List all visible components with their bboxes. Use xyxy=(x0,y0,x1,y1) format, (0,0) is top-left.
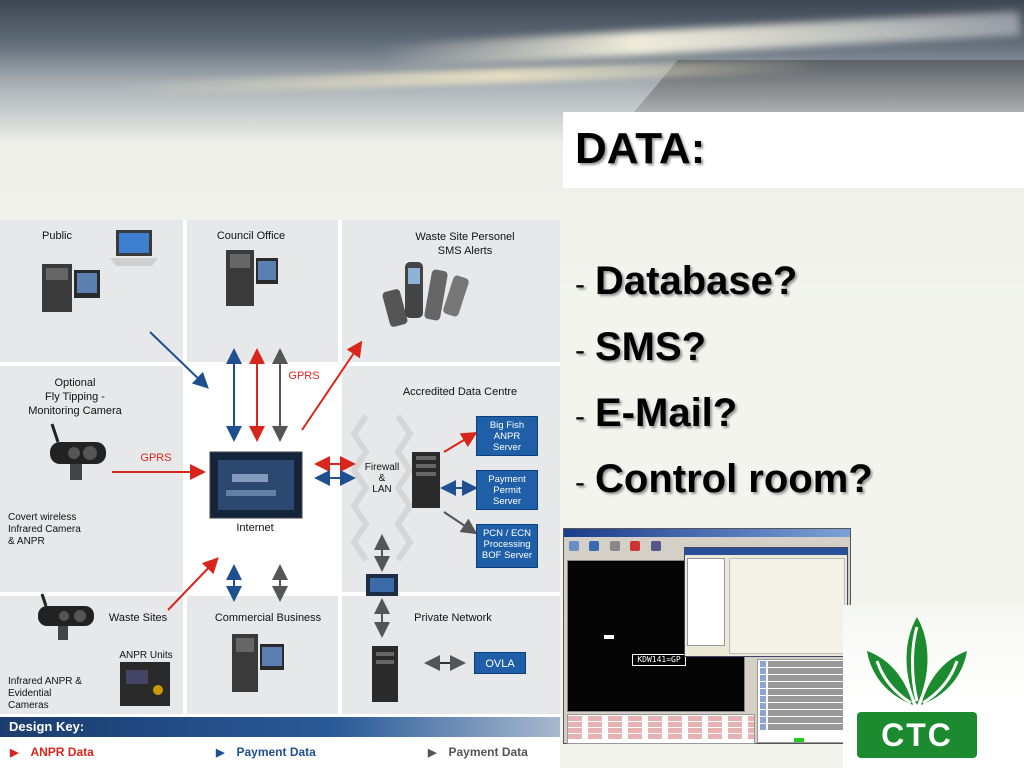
firewall-icon xyxy=(350,414,414,562)
label-gprs: GPRS xyxy=(140,452,172,464)
label-firewall: Firewall & LAN xyxy=(364,462,400,495)
label-optional-camera: Optional Fly Tipping - Monitoring Camera xyxy=(28,377,122,417)
anpr-arrow xyxy=(301,340,363,431)
diagram-graphics xyxy=(38,230,478,706)
label-waste-sites: Waste Sites xyxy=(108,612,168,624)
plate-read: KDW141=GP xyxy=(632,654,686,666)
bullet-item: -Database? xyxy=(575,259,798,303)
bullet-item: -SMS? xyxy=(575,325,707,369)
anpr-software-screenshot: KDW141=GP xyxy=(563,528,851,744)
payment-permit-server: Payment Permit Server xyxy=(476,470,538,510)
bullet-item: -Control room? xyxy=(575,457,873,501)
close-icon xyxy=(630,541,641,551)
camera-icon xyxy=(38,593,94,640)
big-fish-server: Big Fish ANPR Server xyxy=(476,416,538,456)
label-accredited-data-centre: Accredited Data Centre xyxy=(402,386,518,398)
label-covert-camera: Covert wireless Infrared Camera & ANPR xyxy=(8,512,81,547)
phone-icon xyxy=(382,262,469,327)
laptop-icon xyxy=(110,230,158,266)
camera-icon xyxy=(50,423,106,480)
payment-arrow xyxy=(149,331,209,389)
key-anpr-data: ▶ANPR Data xyxy=(10,745,94,759)
toolbar-icon xyxy=(609,541,620,551)
network-device-icon xyxy=(366,574,398,596)
settings-titlebar xyxy=(685,548,847,555)
ctc-logo: CTC xyxy=(843,605,1024,768)
label-commercial-business: Commercial Business xyxy=(214,612,322,624)
toolbar-icon xyxy=(569,541,579,551)
server-icon xyxy=(372,646,398,702)
settings-dialog xyxy=(684,547,848,657)
gray-arrow xyxy=(443,511,478,535)
label-public: Public xyxy=(42,230,72,242)
title-box xyxy=(563,112,1024,188)
triangle-icon: ▶ xyxy=(216,747,225,759)
computer-icon xyxy=(232,634,284,692)
event-log xyxy=(757,659,849,743)
cell-council xyxy=(187,220,338,362)
app-toolbar xyxy=(566,539,681,553)
vehicle-marker xyxy=(604,635,614,639)
toolbar-icon xyxy=(650,541,661,551)
settings-panel xyxy=(729,558,845,654)
design-key: Design Key: ▶ANPR Data ▶Payment Data ▶Pa… xyxy=(0,717,560,768)
bullet-list: -Database? -SMS? -E-Mail? -Control room? xyxy=(575,250,873,514)
app-titlebar xyxy=(564,529,850,537)
network-diagram: Public Council Office Waste Site Persone… xyxy=(0,220,560,768)
bullet-item: -E-Mail? xyxy=(575,391,738,435)
key-payment-data: ▶Payment Data xyxy=(216,745,316,759)
design-key-title: Design Key: xyxy=(0,717,560,737)
computer-icon xyxy=(226,250,278,306)
internet-screen-icon xyxy=(209,451,303,519)
anpr-arrow xyxy=(443,431,478,453)
cell-optional-camera xyxy=(0,366,183,592)
vehicle-grid xyxy=(567,714,755,744)
slide-title: DATA: xyxy=(575,124,706,173)
settings-tree xyxy=(687,558,725,646)
anpr-arrow xyxy=(167,557,219,611)
label-anpr-units: ANPR Units xyxy=(119,650,173,661)
ovla-box: OVLA xyxy=(474,652,526,674)
status-indicator xyxy=(794,738,804,742)
label-infrared-cameras: Infrared ANPR & Evidential Cameras xyxy=(8,676,82,711)
triangle-icon: ▶ xyxy=(10,747,19,759)
label-council-office: Council Office xyxy=(216,230,286,242)
computer-icon xyxy=(42,264,100,312)
triangle-icon: ▶ xyxy=(428,747,437,759)
logo-text: CTC xyxy=(881,717,953,753)
toolbar-icon xyxy=(589,541,600,551)
label-internet: Internet xyxy=(236,522,274,534)
label-private-network: Private Network xyxy=(414,612,492,624)
key-payment-data-gray: ▶Payment Data xyxy=(428,745,528,759)
server-icon xyxy=(412,452,440,508)
leaf-emblem xyxy=(867,617,967,705)
anpr-unit-icon xyxy=(120,662,170,706)
label-waste-site-personel: Waste Site Personel SMS Alerts xyxy=(415,231,515,257)
pcn-ecn-server: PCN / ECN Processing BOF Server xyxy=(476,524,538,568)
label-gprs: GPRS xyxy=(288,370,320,382)
logo-plaque xyxy=(857,712,977,758)
